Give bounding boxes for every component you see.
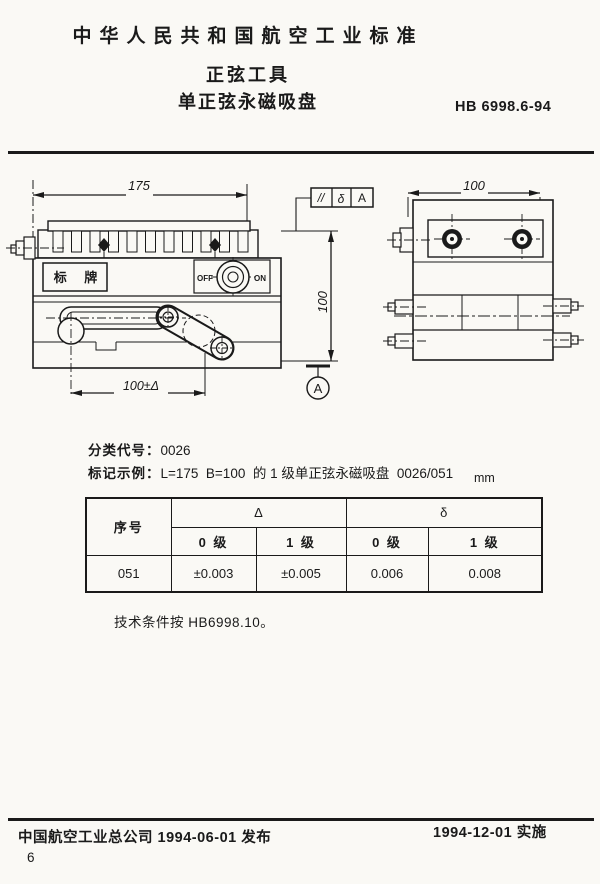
cell-serial: 051 xyxy=(85,554,172,593)
col-header-grade1: 1 级 xyxy=(255,526,347,556)
col-header-grade1: 1 级 xyxy=(427,526,543,556)
col-header-grade0: 0 级 xyxy=(170,526,257,556)
switch-off-label: OFF xyxy=(197,274,213,283)
nameplate-label: 标 牌 xyxy=(53,270,105,285)
col-header-delta: Δ xyxy=(170,497,347,528)
datum-symbol: A xyxy=(306,364,330,400)
footer-implement-text: 1994-12-01 实施 xyxy=(433,825,547,841)
col-header-grade0: 0 级 xyxy=(345,526,429,556)
tolerance-value: δ xyxy=(338,192,345,206)
dim-center-distance-label: 100±Δ xyxy=(123,379,159,393)
class-code-line: 分类代号：0026 xyxy=(88,439,191,459)
org-title: 中华人民共和国航空工业标准 xyxy=(72,26,424,47)
marking-example-value: L=175 B=100 的 1 级单正弦永磁吸盘 0026/051 xyxy=(160,466,454,481)
table-row: 051 ±0.003 ±0.005 0.006 0.008 xyxy=(85,554,543,593)
screw-diamond-icon xyxy=(98,238,110,252)
cell-small-delta-g0: 0.006 xyxy=(345,554,429,593)
side-view: 100 xyxy=(383,178,584,361)
cell-delta-g1: ±0.005 xyxy=(255,554,347,593)
chuck-body xyxy=(32,220,282,369)
screw-diamond-icon xyxy=(209,238,221,252)
marking-example-line: 标记示例：L=175 B=100 的 1 级单正弦永磁吸盘 0026/051 xyxy=(88,462,453,482)
header-rule xyxy=(8,151,594,154)
left-bolt xyxy=(6,236,64,260)
col-header-small-delta: δ xyxy=(345,497,543,528)
dim-height: 100 xyxy=(281,230,338,362)
top-left-nut xyxy=(387,227,433,253)
page-number: 6 xyxy=(27,850,35,865)
class-code-value: 0026 xyxy=(160,443,191,458)
nameplate: 标 牌 xyxy=(42,262,108,292)
class-code-label: 分类代号： xyxy=(88,443,161,458)
page-subtitle: 单正弦永磁吸盘 xyxy=(178,92,318,112)
dim-width-label: 100 xyxy=(463,178,485,193)
datum-label: A xyxy=(314,381,323,396)
clamp-screws xyxy=(434,214,540,262)
dim-width: 100 xyxy=(407,178,541,217)
dim-center-distance: 100±Δ xyxy=(70,312,206,396)
dim-height-label: 100 xyxy=(315,290,330,312)
side-bolts xyxy=(383,298,584,349)
tolerance-frame: // δ A xyxy=(295,187,374,231)
tolerance-datum: A xyxy=(358,191,366,205)
dim-175: 175 xyxy=(32,178,248,242)
switch-knob: OFF ON xyxy=(193,257,271,296)
page-title: 正弦工具 xyxy=(206,65,290,85)
col-header-serial: 序号 xyxy=(85,497,172,556)
cell-small-delta-g1: 0.008 xyxy=(427,554,543,593)
dim-length-label: 175 xyxy=(128,178,150,193)
side-body xyxy=(394,199,570,361)
sine-linkage xyxy=(46,304,235,361)
switch-on-label: ON xyxy=(254,274,266,283)
marking-example-label: 标记示例： xyxy=(88,466,161,481)
technical-drawing: 175 // δ A xyxy=(6,178,584,400)
footer-rule xyxy=(8,818,594,821)
parallelism-icon: // xyxy=(317,191,326,205)
footer-issue-text: 中国航空工业总公司 1994-06-01 发布 xyxy=(18,830,272,846)
unit-label: mm xyxy=(474,471,495,485)
standard-code: HB 6998.6-94 xyxy=(455,99,552,115)
front-view: 175 // δ A xyxy=(6,178,374,400)
tolerance-table: 序号 Δ δ 0 级 1 级 0 级 1 级 051 ±0.003 ±0.005… xyxy=(85,497,543,593)
technical-note: 技术条件按 HB6998.10。 xyxy=(114,615,275,630)
cell-delta-g0: ±0.003 xyxy=(170,554,257,593)
